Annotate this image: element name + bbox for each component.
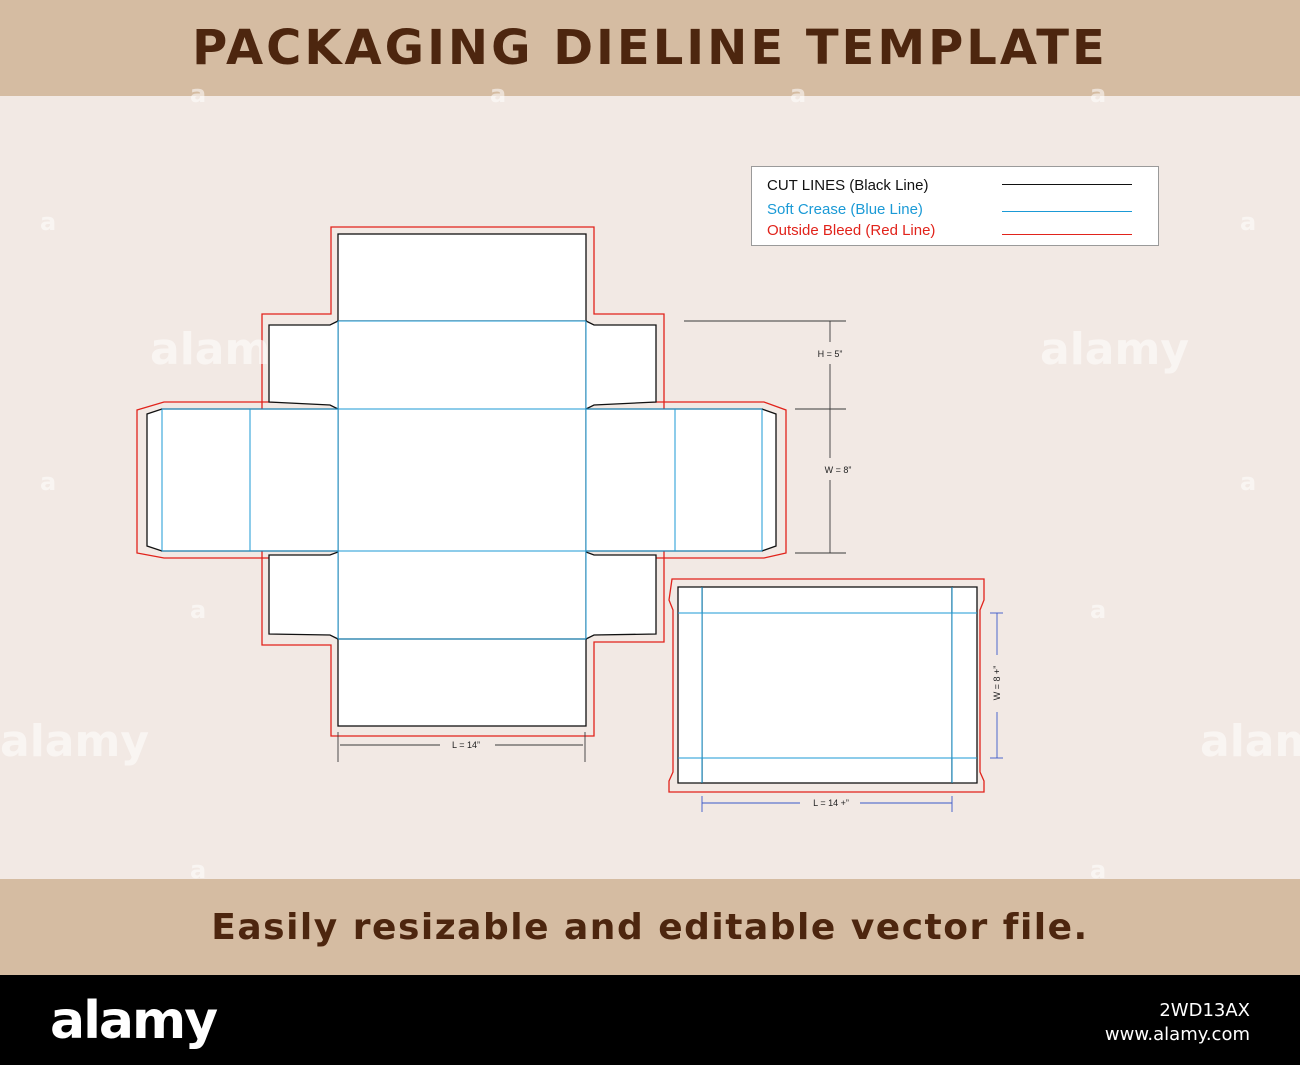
side-wing-right bbox=[586, 408, 777, 552]
lid-crease-lines bbox=[678, 587, 977, 783]
lid-width-dimension-label: W = 8 +” bbox=[992, 666, 1002, 701]
box-base-panel bbox=[338, 409, 586, 552]
dieline-canvas: H = 5” W = 8” L = 14” bbox=[0, 80, 1300, 884]
lid-panel bbox=[701, 586, 953, 784]
dust-flap-bottom-left bbox=[268, 551, 339, 640]
dieline-drawing: H = 5” W = 8” L = 14” bbox=[136, 226, 1003, 812]
legend-item-cut: CUT LINES (Black Line) bbox=[767, 177, 928, 194]
legend-swatch-bleed bbox=[1002, 234, 1132, 235]
box-back-panel bbox=[338, 321, 586, 409]
box-top-flap bbox=[337, 233, 587, 322]
legend-label: Soft Crease (Blue Line) bbox=[767, 201, 923, 218]
lid-dimension-lines bbox=[701, 612, 1003, 812]
box-bleed-outline bbox=[261, 226, 665, 737]
lid-length-dimension-label: L = 14 +” bbox=[813, 798, 849, 808]
length-dimension-label: L = 14” bbox=[452, 740, 480, 750]
stock-logo: alamy bbox=[50, 991, 218, 1051]
legend-swatch-crease bbox=[1002, 211, 1132, 212]
dust-flap-top-left bbox=[268, 320, 339, 410]
box-bottom-flap bbox=[337, 638, 587, 727]
page-title: PACKAGING DIELINE TEMPLATE bbox=[192, 20, 1108, 76]
line-legend: CUT LINES (Black Line) Soft Crease (Blue… bbox=[751, 166, 1159, 246]
legend-item-crease: Soft Crease (Blue Line) bbox=[767, 201, 923, 218]
title-band: PACKAGING DIELINE TEMPLATE bbox=[0, 0, 1300, 96]
image-id: 2WD13AX bbox=[1159, 1000, 1250, 1021]
legend-label: CUT LINES (Black Line) bbox=[767, 177, 929, 194]
box-front-panel bbox=[338, 552, 586, 639]
legend-label: Outside Bleed (Red Line) bbox=[767, 222, 936, 239]
legend-swatch-cut bbox=[1002, 184, 1132, 185]
stock-info: 2WD13AX www.alamy.com bbox=[1105, 999, 1250, 1047]
height-dimension-label: H = 5” bbox=[818, 349, 843, 359]
box-dieline: H = 5” W = 8” L = 14” bbox=[136, 226, 1003, 812]
stock-site: www.alamy.com bbox=[1104, 1024, 1250, 1045]
box-dimension-lines bbox=[337, 320, 846, 762]
stock-bar: alamy 2WD13AX www.alamy.com bbox=[0, 975, 1300, 1065]
lid-end-right bbox=[952, 586, 978, 784]
lid-dieline: W = 8 +” L = 14 +” bbox=[668, 578, 1003, 812]
lid-end-left bbox=[677, 586, 702, 784]
box-side-bleed-outline bbox=[136, 401, 787, 559]
dust-flap-top-right bbox=[585, 320, 657, 410]
side-wing-left bbox=[146, 408, 338, 552]
width-dimension-label: W = 8” bbox=[825, 465, 852, 475]
box-crease-lines bbox=[161, 320, 763, 640]
footer-band: Easily resizable and editable vector fil… bbox=[0, 879, 1300, 975]
lid-bleed-outline bbox=[668, 578, 985, 793]
legend-item-bleed: Outside Bleed (Red Line) bbox=[767, 222, 935, 239]
footer-tagline: Easily resizable and editable vector fil… bbox=[211, 906, 1089, 948]
dust-flap-bottom-right bbox=[585, 551, 657, 640]
